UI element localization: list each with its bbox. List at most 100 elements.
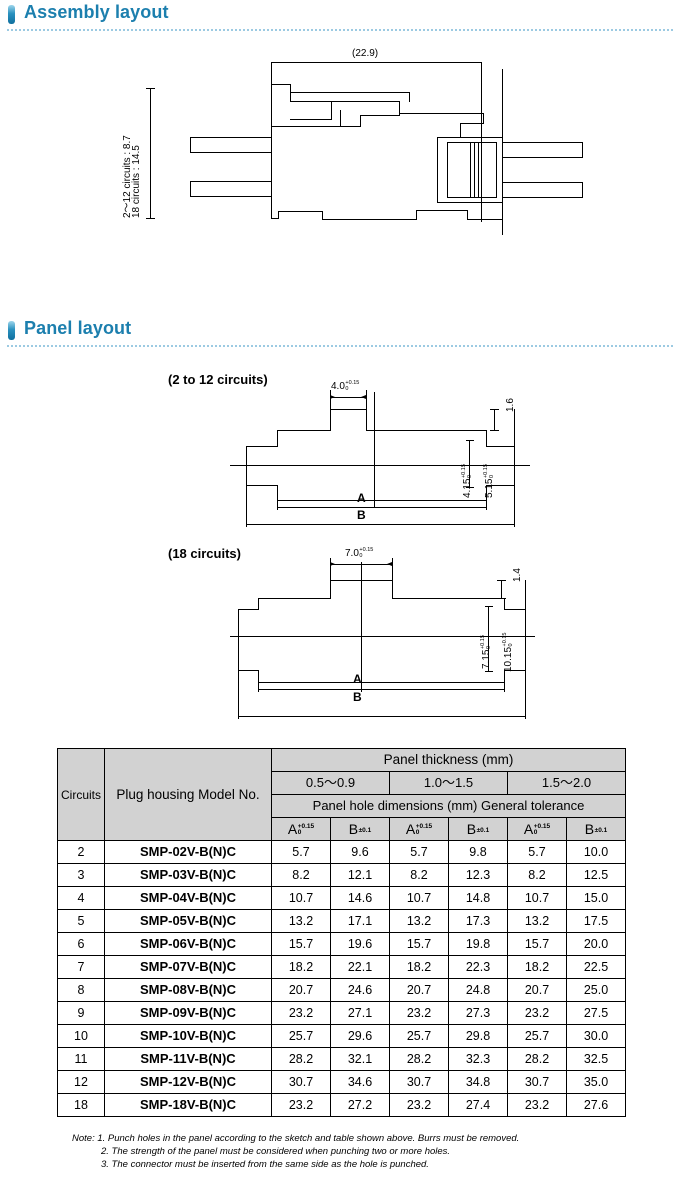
panel-large-right-dim: 1.4 xyxy=(512,568,523,582)
cell-value-3: 5.7 xyxy=(389,840,449,864)
panel-layout-title: Panel layout xyxy=(24,318,132,338)
divider-dotted xyxy=(6,345,674,347)
cell-value-2: 34.6 xyxy=(330,1070,390,1094)
cell-value-6: 22.5 xyxy=(565,955,627,979)
cell-model: SMP-08V-B(N)C xyxy=(104,978,272,1002)
cell-value-4: 14.8 xyxy=(448,886,508,910)
accent-bar-icon xyxy=(8,5,15,24)
notes-block: Note: 1. Punch holes in the panel accord… xyxy=(72,1132,632,1171)
cell-value-6: 15.0 xyxy=(565,886,627,910)
cell-value-4: 27.3 xyxy=(448,1001,508,1025)
cell-value-2: 32.1 xyxy=(330,1047,390,1071)
cell-model: SMP-03V-B(N)C xyxy=(104,863,272,887)
cell-value-1: 23.2 xyxy=(271,1001,331,1025)
panel-small-caption: (2 to 12 circuits) xyxy=(168,372,268,387)
cell-value-6: 25.0 xyxy=(565,978,627,1002)
cell-value-5: 8.2 xyxy=(507,863,567,887)
header-col-b-3: B±0.1 xyxy=(565,817,627,841)
cell-value-6: 32.5 xyxy=(565,1047,627,1071)
cell-value-1: 5.7 xyxy=(271,840,331,864)
cell-value-1: 15.7 xyxy=(271,932,331,956)
cell-model: SMP-02V-B(N)C xyxy=(104,840,272,864)
cell-value-2: 22.1 xyxy=(330,955,390,979)
panel-large-dim-a: A xyxy=(353,672,362,686)
accent-bar-icon xyxy=(8,321,15,340)
cell-value-5: 23.2 xyxy=(507,1001,567,1025)
cell-model: SMP-10V-B(N)C xyxy=(104,1024,272,1048)
cell-value-1: 28.2 xyxy=(271,1047,331,1071)
panel-small-dim-a: A xyxy=(357,491,366,505)
cell-model: SMP-12V-B(N)C xyxy=(104,1070,272,1094)
header-hole-dimensions: Panel hole dimensions (mm) General toler… xyxy=(270,794,627,818)
cell-value-5: 28.2 xyxy=(507,1047,567,1071)
cell-value-5: 18.2 xyxy=(507,955,567,979)
cell-value-3: 10.7 xyxy=(389,886,449,910)
header-circuits: Circuits xyxy=(57,748,105,841)
cell-circuits: 6 xyxy=(57,932,105,956)
header-panel-thickness: Panel thickness (mm) xyxy=(270,748,627,772)
cell-model: SMP-04V-B(N)C xyxy=(104,886,272,910)
cell-value-1: 23.2 xyxy=(271,1093,331,1117)
cell-value-6: 10.0 xyxy=(565,840,627,864)
cell-value-1: 8.2 xyxy=(271,863,331,887)
cell-value-4: 12.3 xyxy=(448,863,508,887)
cell-value-1: 13.2 xyxy=(271,909,331,933)
cell-model: SMP-11V-B(N)C xyxy=(104,1047,272,1071)
cell-value-5: 30.7 xyxy=(507,1070,567,1094)
divider-dotted xyxy=(6,29,674,31)
cell-circuits: 9 xyxy=(57,1001,105,1025)
note-2: 2. The strength of the panel must be con… xyxy=(101,1146,451,1157)
cell-value-2: 27.1 xyxy=(330,1001,390,1025)
cell-value-6: 35.0 xyxy=(565,1070,627,1094)
cell-value-3: 28.2 xyxy=(389,1047,449,1071)
cell-value-1: 18.2 xyxy=(271,955,331,979)
cell-value-4: 24.8 xyxy=(448,978,508,1002)
cell-value-3: 20.7 xyxy=(389,978,449,1002)
cell-circuits: 4 xyxy=(57,886,105,910)
header-col-b-1: B±0.1 xyxy=(330,817,390,841)
cell-value-2: 12.1 xyxy=(330,863,390,887)
cell-value-5: 20.7 xyxy=(507,978,567,1002)
panel-small-inner-height: 4.15+0.150 xyxy=(461,464,474,498)
cell-value-4: 32.3 xyxy=(448,1047,508,1071)
cell-circuits: 8 xyxy=(57,978,105,1002)
cell-model: SMP-06V-B(N)C xyxy=(104,932,272,956)
cell-model: SMP-18V-B(N)C xyxy=(104,1093,272,1117)
cell-value-5: 13.2 xyxy=(507,909,567,933)
cell-model: SMP-05V-B(N)C xyxy=(104,909,272,933)
cell-circuits: 11 xyxy=(57,1047,105,1071)
cell-value-6: 30.0 xyxy=(565,1024,627,1048)
note-1: Note: 1. Punch holes in the panel accord… xyxy=(72,1133,520,1144)
cell-value-2: 17.1 xyxy=(330,909,390,933)
cell-circuits: 5 xyxy=(57,909,105,933)
panel-hole-dimensions-table: Circuits Plug housing Model No. Panel th… xyxy=(57,748,627,1117)
cell-circuits: 3 xyxy=(57,863,105,887)
cell-value-6: 12.5 xyxy=(565,863,627,887)
cell-value-3: 25.7 xyxy=(389,1024,449,1048)
cell-value-4: 17.3 xyxy=(448,909,508,933)
cell-value-1: 30.7 xyxy=(271,1070,331,1094)
cell-value-3: 23.2 xyxy=(389,1093,449,1117)
note-3: 3. The connector must be inserted from t… xyxy=(101,1159,429,1170)
header-thickness-range-3: 1.5〜2.0 xyxy=(506,771,627,795)
panel-large-dim-b: B xyxy=(353,690,362,704)
panel-large-caption: (18 circuits) xyxy=(168,546,241,561)
cell-value-4: 22.3 xyxy=(448,955,508,979)
cell-value-5: 15.7 xyxy=(507,932,567,956)
cell-value-3: 30.7 xyxy=(389,1070,449,1094)
cell-model: SMP-07V-B(N)C xyxy=(104,955,272,979)
